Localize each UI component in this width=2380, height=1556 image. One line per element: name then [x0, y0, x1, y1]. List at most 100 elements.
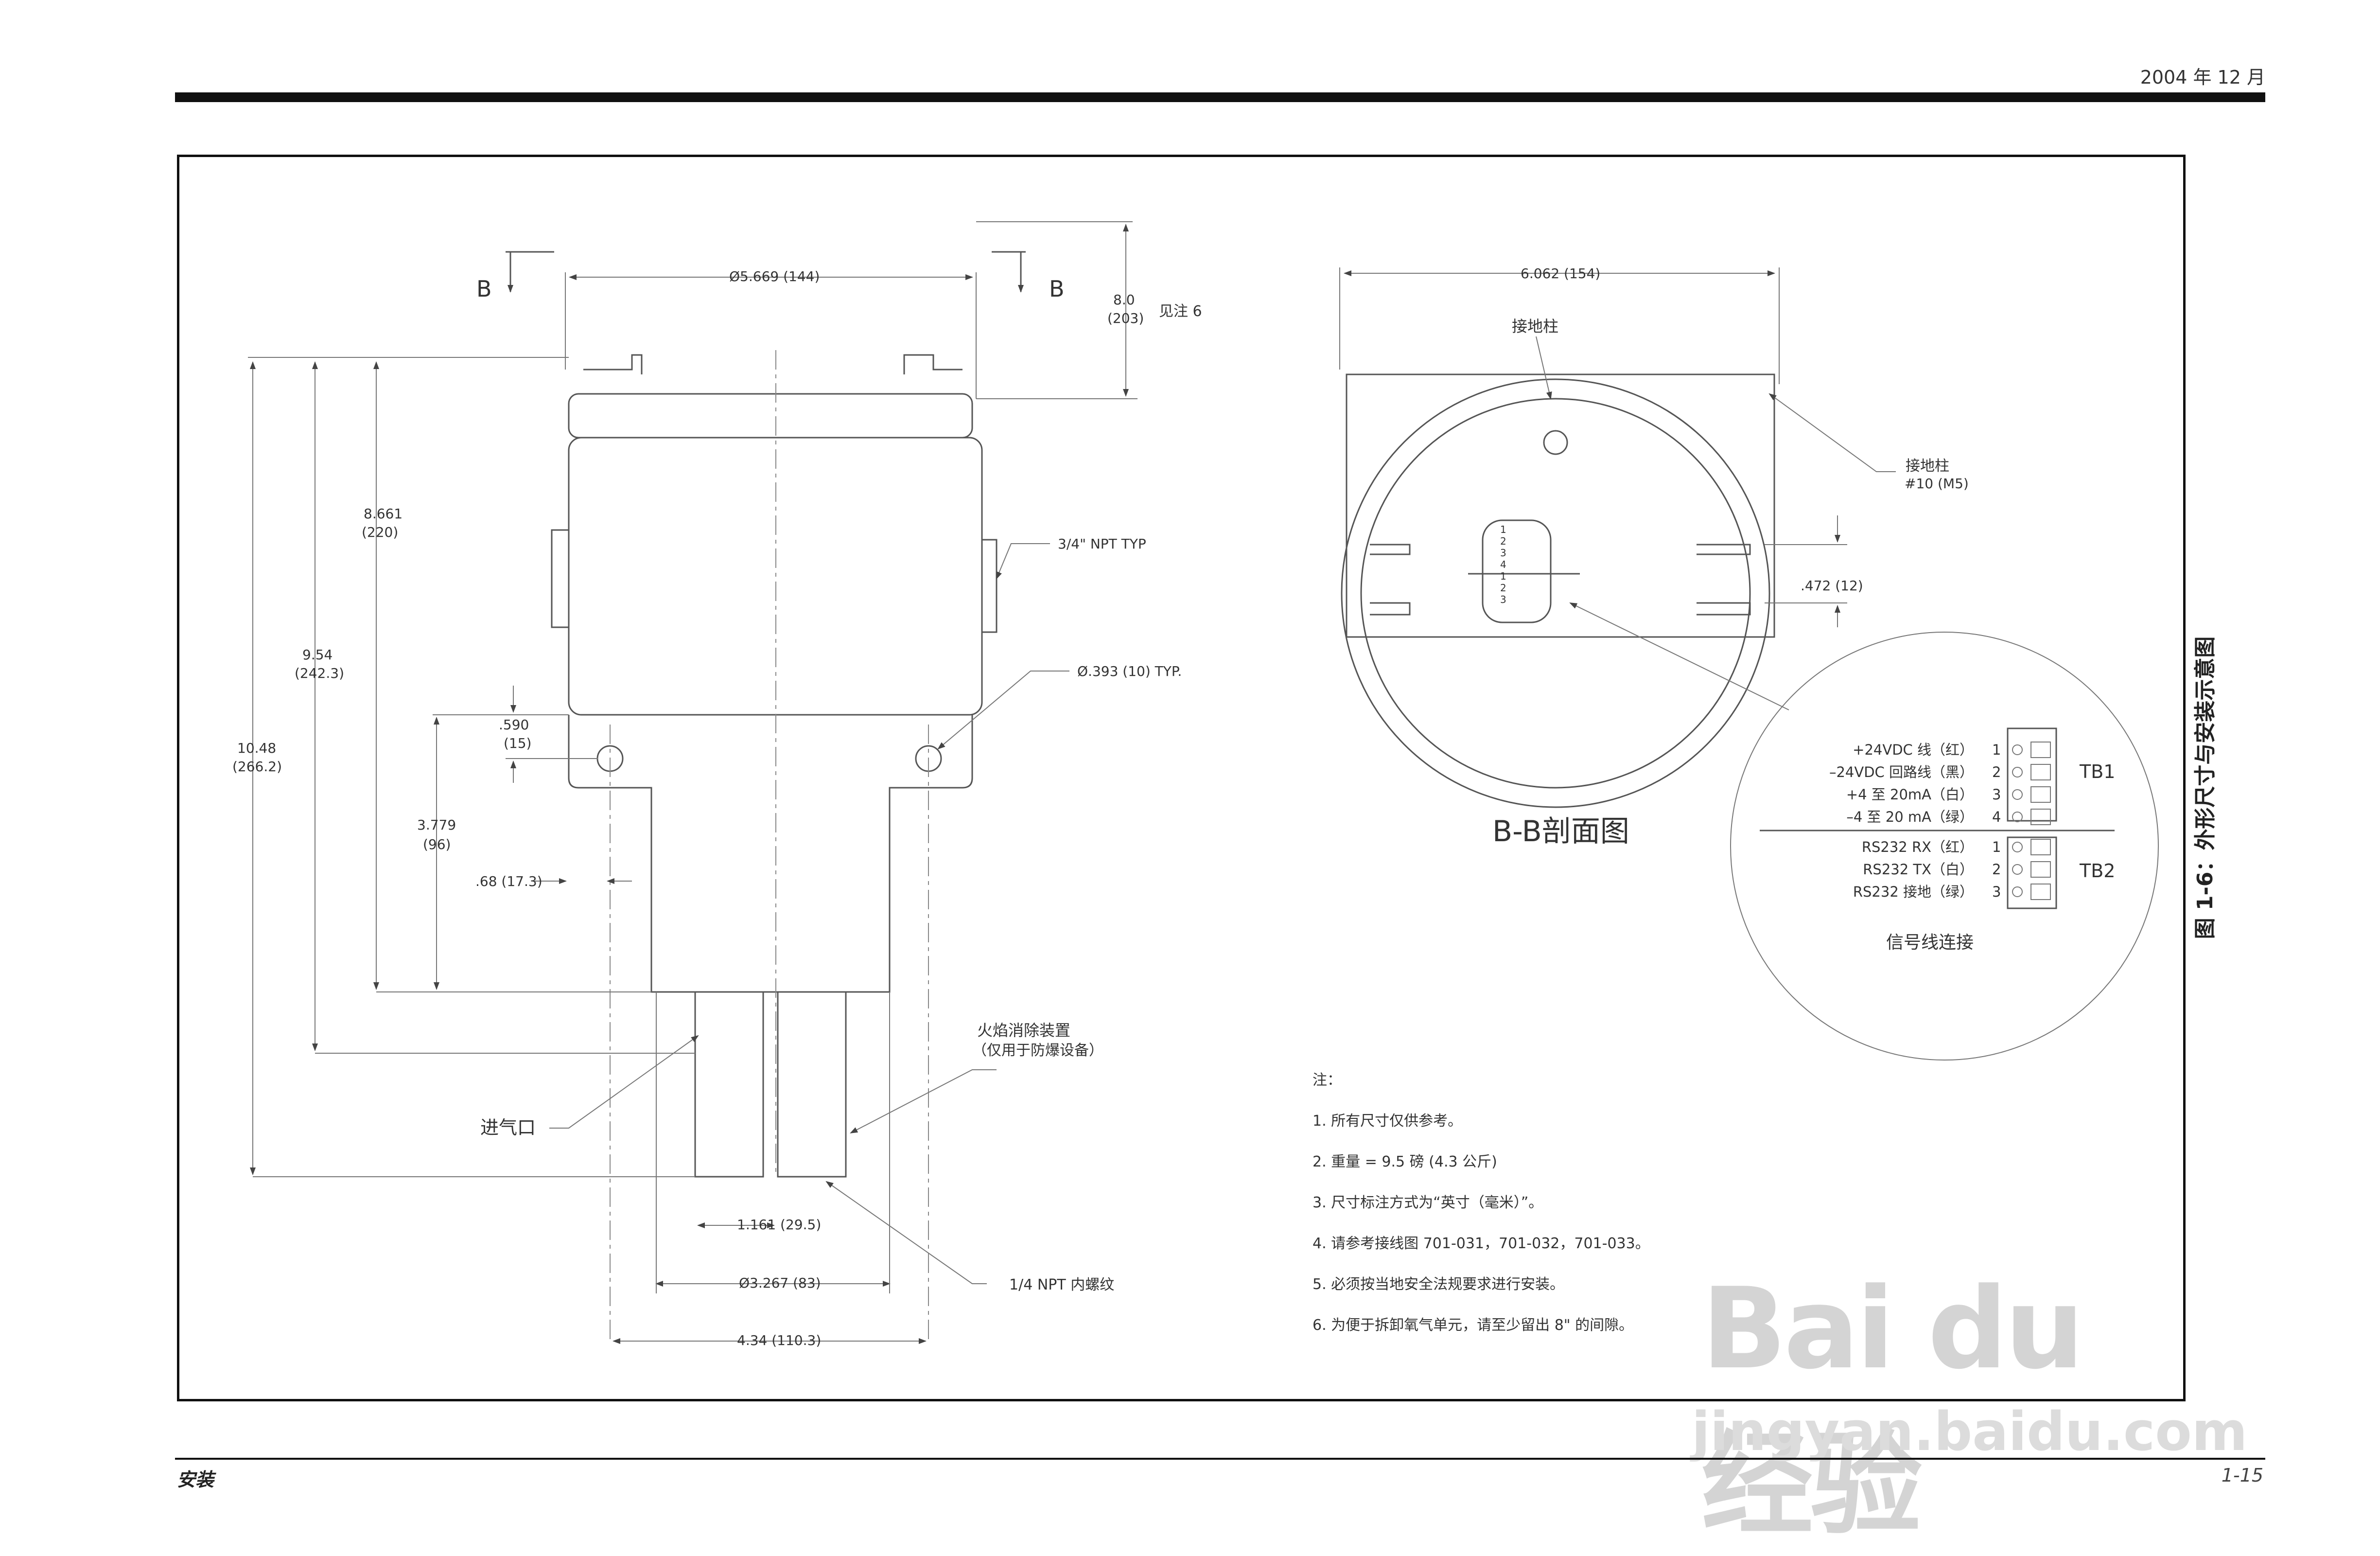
left-clip	[1370, 544, 1411, 616]
dim-3267: Ø3.267 (83)	[739, 1275, 821, 1291]
terminal-label: RS232 TX（白）	[1863, 861, 1974, 878]
enclosure-outer-circle	[1341, 378, 1770, 808]
enclosure-outline	[1346, 373, 1775, 638]
header-rule	[175, 92, 2265, 102]
mount-flange	[568, 715, 973, 993]
terminal-slot	[2030, 764, 2051, 780]
mini-terminal-num: 1	[1500, 570, 1506, 582]
dim-clearance: 8.0	[1113, 292, 1135, 308]
terminal-number: 1	[1992, 742, 2001, 758]
terminal-rows: +24VDC 线（红） 1 –24VDC 回路线（黑） 2 +4 至 20mA（白） 3 –…	[1829, 742, 2001, 900]
wiring-detail-circle	[1730, 632, 2159, 1061]
dim-8661-mm: (220)	[362, 524, 398, 540]
dim-1048: 10.48	[237, 740, 276, 756]
notes-title: 注：	[1312, 1072, 1342, 1089]
dim-954: 9.54	[302, 647, 332, 663]
ground-post-inner	[1543, 430, 1568, 455]
terminal-slot	[2030, 884, 2051, 900]
terminal-slot	[2030, 742, 2051, 758]
label-signal-wiring: 信号线连接	[1886, 933, 1974, 953]
label-npt-inner: 1/4 NPT 内螺纹	[1009, 1276, 1114, 1293]
terminal-screw	[2012, 864, 2023, 875]
tb2-block	[2007, 836, 2057, 909]
housing-left-tab	[583, 354, 643, 374]
terminal-slot	[2030, 786, 2051, 803]
dim-1161: 1.161 (29.5)	[737, 1217, 821, 1233]
mini-terminal-num: 2	[1500, 535, 1506, 547]
terminal-slot	[2030, 809, 2051, 825]
dim-590-mm: (15)	[504, 735, 531, 751]
terminal-screw	[2012, 744, 2023, 755]
terminal-slot	[2030, 861, 2051, 878]
note-5: 5. 必须按当地安全法规要求进行安装。	[1312, 1276, 1565, 1293]
mini-terminal-num: 3	[1500, 547, 1506, 559]
terminal-screw	[2012, 789, 2023, 800]
terminal-slot	[2030, 839, 2051, 855]
mini-terminal-num: 3	[1500, 594, 1506, 605]
section-label-right: B	[1049, 276, 1065, 302]
dim-68: .68 (17.3)	[475, 873, 542, 889]
mini-terminal-num: 1	[1500, 524, 1506, 535]
terminal-screw	[2012, 886, 2023, 897]
mini-terminal-num: 4	[1500, 559, 1506, 570]
right-clip	[1697, 544, 1751, 616]
footer-rule	[175, 1458, 2265, 1460]
terminal-number: 2	[1992, 861, 2001, 878]
clearance-note: 见注 6	[1159, 303, 1202, 320]
note-4: 4. 请参考接线图 701-031，701-032，701-033。	[1312, 1235, 1650, 1252]
callout-hole: Ø.393 (10) TYP.	[1077, 663, 1182, 679]
terminal-label: RS232 RX（红）	[1862, 839, 1974, 855]
terminal-screw	[2012, 767, 2023, 778]
footer-section: 安装	[177, 1469, 214, 1490]
label-ground-post-inner: 接地柱	[1512, 317, 1558, 336]
dim-954-mm: (242.3)	[295, 665, 344, 681]
label-ground-post-size: #10 (M5)	[1905, 476, 1969, 492]
header-date: 2004 年 12 月	[2140, 67, 2265, 88]
tb1-block	[2007, 727, 2057, 822]
flame-arrestor-pipe	[777, 991, 847, 1178]
section-label-left: B	[476, 276, 492, 302]
dim-6062: 6.062 (154)	[1521, 265, 1600, 282]
section-view-title: B-B剖面图	[1492, 814, 1629, 849]
footer-page-number: 1-15	[2221, 1465, 2263, 1486]
note-2: 2. 重量 = 9.5 磅 (4.3 公斤)	[1312, 1153, 1497, 1170]
dim-1048-mm: (266.2)	[232, 759, 282, 775]
note-1: 1. 所有尺寸仅供参考。	[1312, 1113, 1463, 1130]
front-view: B B Ø5.669 (144) 8.0 (203) 见注 6 10.48	[232, 221, 1202, 1348]
dim-434: 4.34 (110.3)	[737, 1332, 821, 1348]
terminal-screw	[2012, 842, 2023, 852]
label-tb1: TB1	[2079, 761, 2115, 782]
enclosure-inner-circle	[1360, 398, 1751, 789]
terminal-block-mini	[1482, 519, 1552, 623]
dim-clearance-mm: (203)	[1107, 310, 1144, 326]
housing-left-boss	[551, 529, 569, 628]
note-6: 6. 为便于拆卸氧气单元，请至少留出 8" 的间隙。	[1312, 1317, 1634, 1334]
dim-8661: 8.661	[364, 506, 402, 522]
inlet-pipe	[694, 991, 764, 1178]
terminal-label: +24VDC 线（红）	[1853, 742, 1974, 758]
housing-right-boss	[982, 539, 998, 633]
callout-npt-side: 3/4" NPT TYP	[1058, 536, 1146, 552]
label-ground-post-outer: 接地柱	[1906, 458, 1949, 475]
dim-472: .472 (12)	[1801, 578, 1863, 594]
terminal-label: RS232 接地（绿）	[1853, 884, 1974, 900]
note-3: 3. 尺寸标注方式为“英寸（毫米）”。	[1312, 1194, 1543, 1211]
terminal-screw	[2012, 812, 2023, 822]
terminal-label: –4 至 20 mA（绿）	[1846, 809, 1974, 825]
label-flame-arrestor: 火焰消除装置	[977, 1021, 1070, 1040]
terminal-number: 3	[1992, 786, 2001, 803]
figure-caption: 图 1-6：外形尺寸与安装示意图	[2193, 636, 2218, 939]
dim-top-diameter: Ø5.669 (144)	[729, 268, 820, 284]
label-flame-arrestor-note: （仅用于防爆设备）	[972, 1042, 1103, 1059]
terminal-number: 3	[1992, 884, 2001, 900]
mini-terminal-num: 2	[1500, 582, 1506, 594]
label-inlet: 进气口	[480, 1117, 536, 1138]
terminal-number: 4	[1992, 809, 2001, 825]
terminal-label: –24VDC 回路线（黑）	[1829, 764, 1974, 780]
terminal-label: +4 至 20mA（白）	[1846, 786, 1974, 803]
dim-590: .590	[499, 717, 529, 733]
drawing-frame	[177, 155, 2186, 1401]
